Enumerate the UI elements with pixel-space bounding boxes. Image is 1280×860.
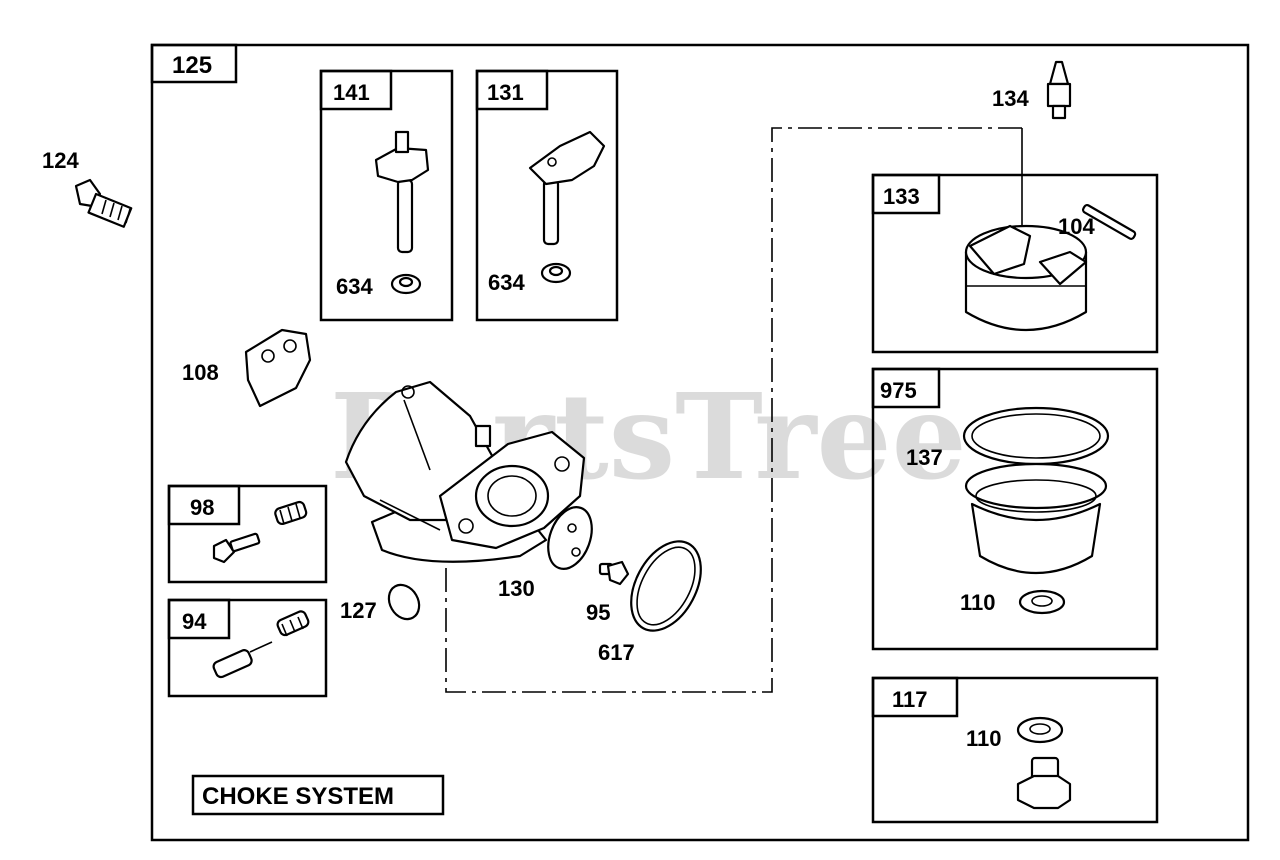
needle-valve-134-icon xyxy=(1046,60,1072,120)
kit-box-133 xyxy=(871,173,1159,354)
part-label-634-b[interactable]: 634 xyxy=(488,270,525,295)
kit-label-94[interactable]: 94 xyxy=(182,609,207,634)
assembly-frame xyxy=(150,43,1250,842)
welch-plug-127-icon xyxy=(387,583,421,621)
part-label-110-a[interactable]: 110 xyxy=(960,590,996,615)
float-pin-104-icon xyxy=(1081,203,1137,240)
part-label-95[interactable]: 95 xyxy=(586,600,610,625)
choke-plate-108-icon xyxy=(244,328,312,408)
part-label-130[interactable]: 130 xyxy=(498,576,535,601)
screw-95-icon xyxy=(598,560,630,586)
part-label-104[interactable]: 104 xyxy=(1058,214,1095,239)
kit-label-box-98 xyxy=(167,484,241,526)
kit-label-box-141 xyxy=(319,69,393,111)
kit-label-box-94 xyxy=(167,598,231,640)
leader-line-float-bowl xyxy=(445,127,1022,693)
bowl-nut-117-icon xyxy=(1016,756,1072,810)
part-label-124[interactable]: 124 xyxy=(42,148,79,173)
float-bowl-975-icon xyxy=(962,406,1110,575)
float-133-icon xyxy=(964,224,1088,332)
kit-label-box-975 xyxy=(871,367,941,409)
part-label-127[interactable]: 127 xyxy=(340,598,377,623)
assembly-label-box xyxy=(150,43,238,84)
kit-label-975[interactable]: 975 xyxy=(880,378,917,403)
kit-label-117[interactable]: 117 xyxy=(892,687,928,712)
part-label-108[interactable]: 108 xyxy=(182,360,219,385)
mixture-screw-94-icon xyxy=(212,610,310,679)
assembly-label: 125 xyxy=(172,52,212,79)
kit-label-box-131 xyxy=(475,69,549,111)
washer-634-b-icon xyxy=(540,262,572,284)
kit-box-117 xyxy=(871,676,1159,824)
part-label-137[interactable]: 137 xyxy=(906,445,943,470)
throttle-shaft-131-icon xyxy=(528,130,606,246)
carburetor-body-130-icon xyxy=(344,380,586,563)
kit-label-box-117 xyxy=(871,676,959,718)
gasket-110-b-icon xyxy=(1016,716,1064,744)
part-label-617[interactable]: 617 xyxy=(598,640,635,665)
kit-box-94 xyxy=(167,598,328,698)
washer-634-a-icon xyxy=(390,273,422,295)
kit-label-133[interactable]: 133 xyxy=(883,184,920,209)
section-title: CHOKE SYSTEM xyxy=(202,783,394,810)
kit-label-141[interactable]: 141 xyxy=(333,80,370,105)
part-label-634-a[interactable]: 634 xyxy=(336,274,373,299)
o-ring-617-icon xyxy=(630,540,702,632)
kit-box-975 xyxy=(871,367,1159,651)
kit-label-131[interactable]: 131 xyxy=(487,80,524,105)
idle-screw-98-icon xyxy=(212,500,308,564)
gasket-110-a-icon xyxy=(1018,589,1066,615)
choke-shaft-141-icon xyxy=(374,130,430,254)
bolt-124-icon xyxy=(74,178,133,228)
part-label-134[interactable]: 134 xyxy=(992,86,1029,111)
part-label-110-b[interactable]: 110 xyxy=(966,726,1002,751)
section-title-box xyxy=(191,774,445,816)
kit-label-box-133 xyxy=(871,173,941,215)
gasket-plate-icon xyxy=(547,506,593,570)
kit-label-98[interactable]: 98 xyxy=(190,495,214,520)
kit-box-98 xyxy=(167,484,328,584)
